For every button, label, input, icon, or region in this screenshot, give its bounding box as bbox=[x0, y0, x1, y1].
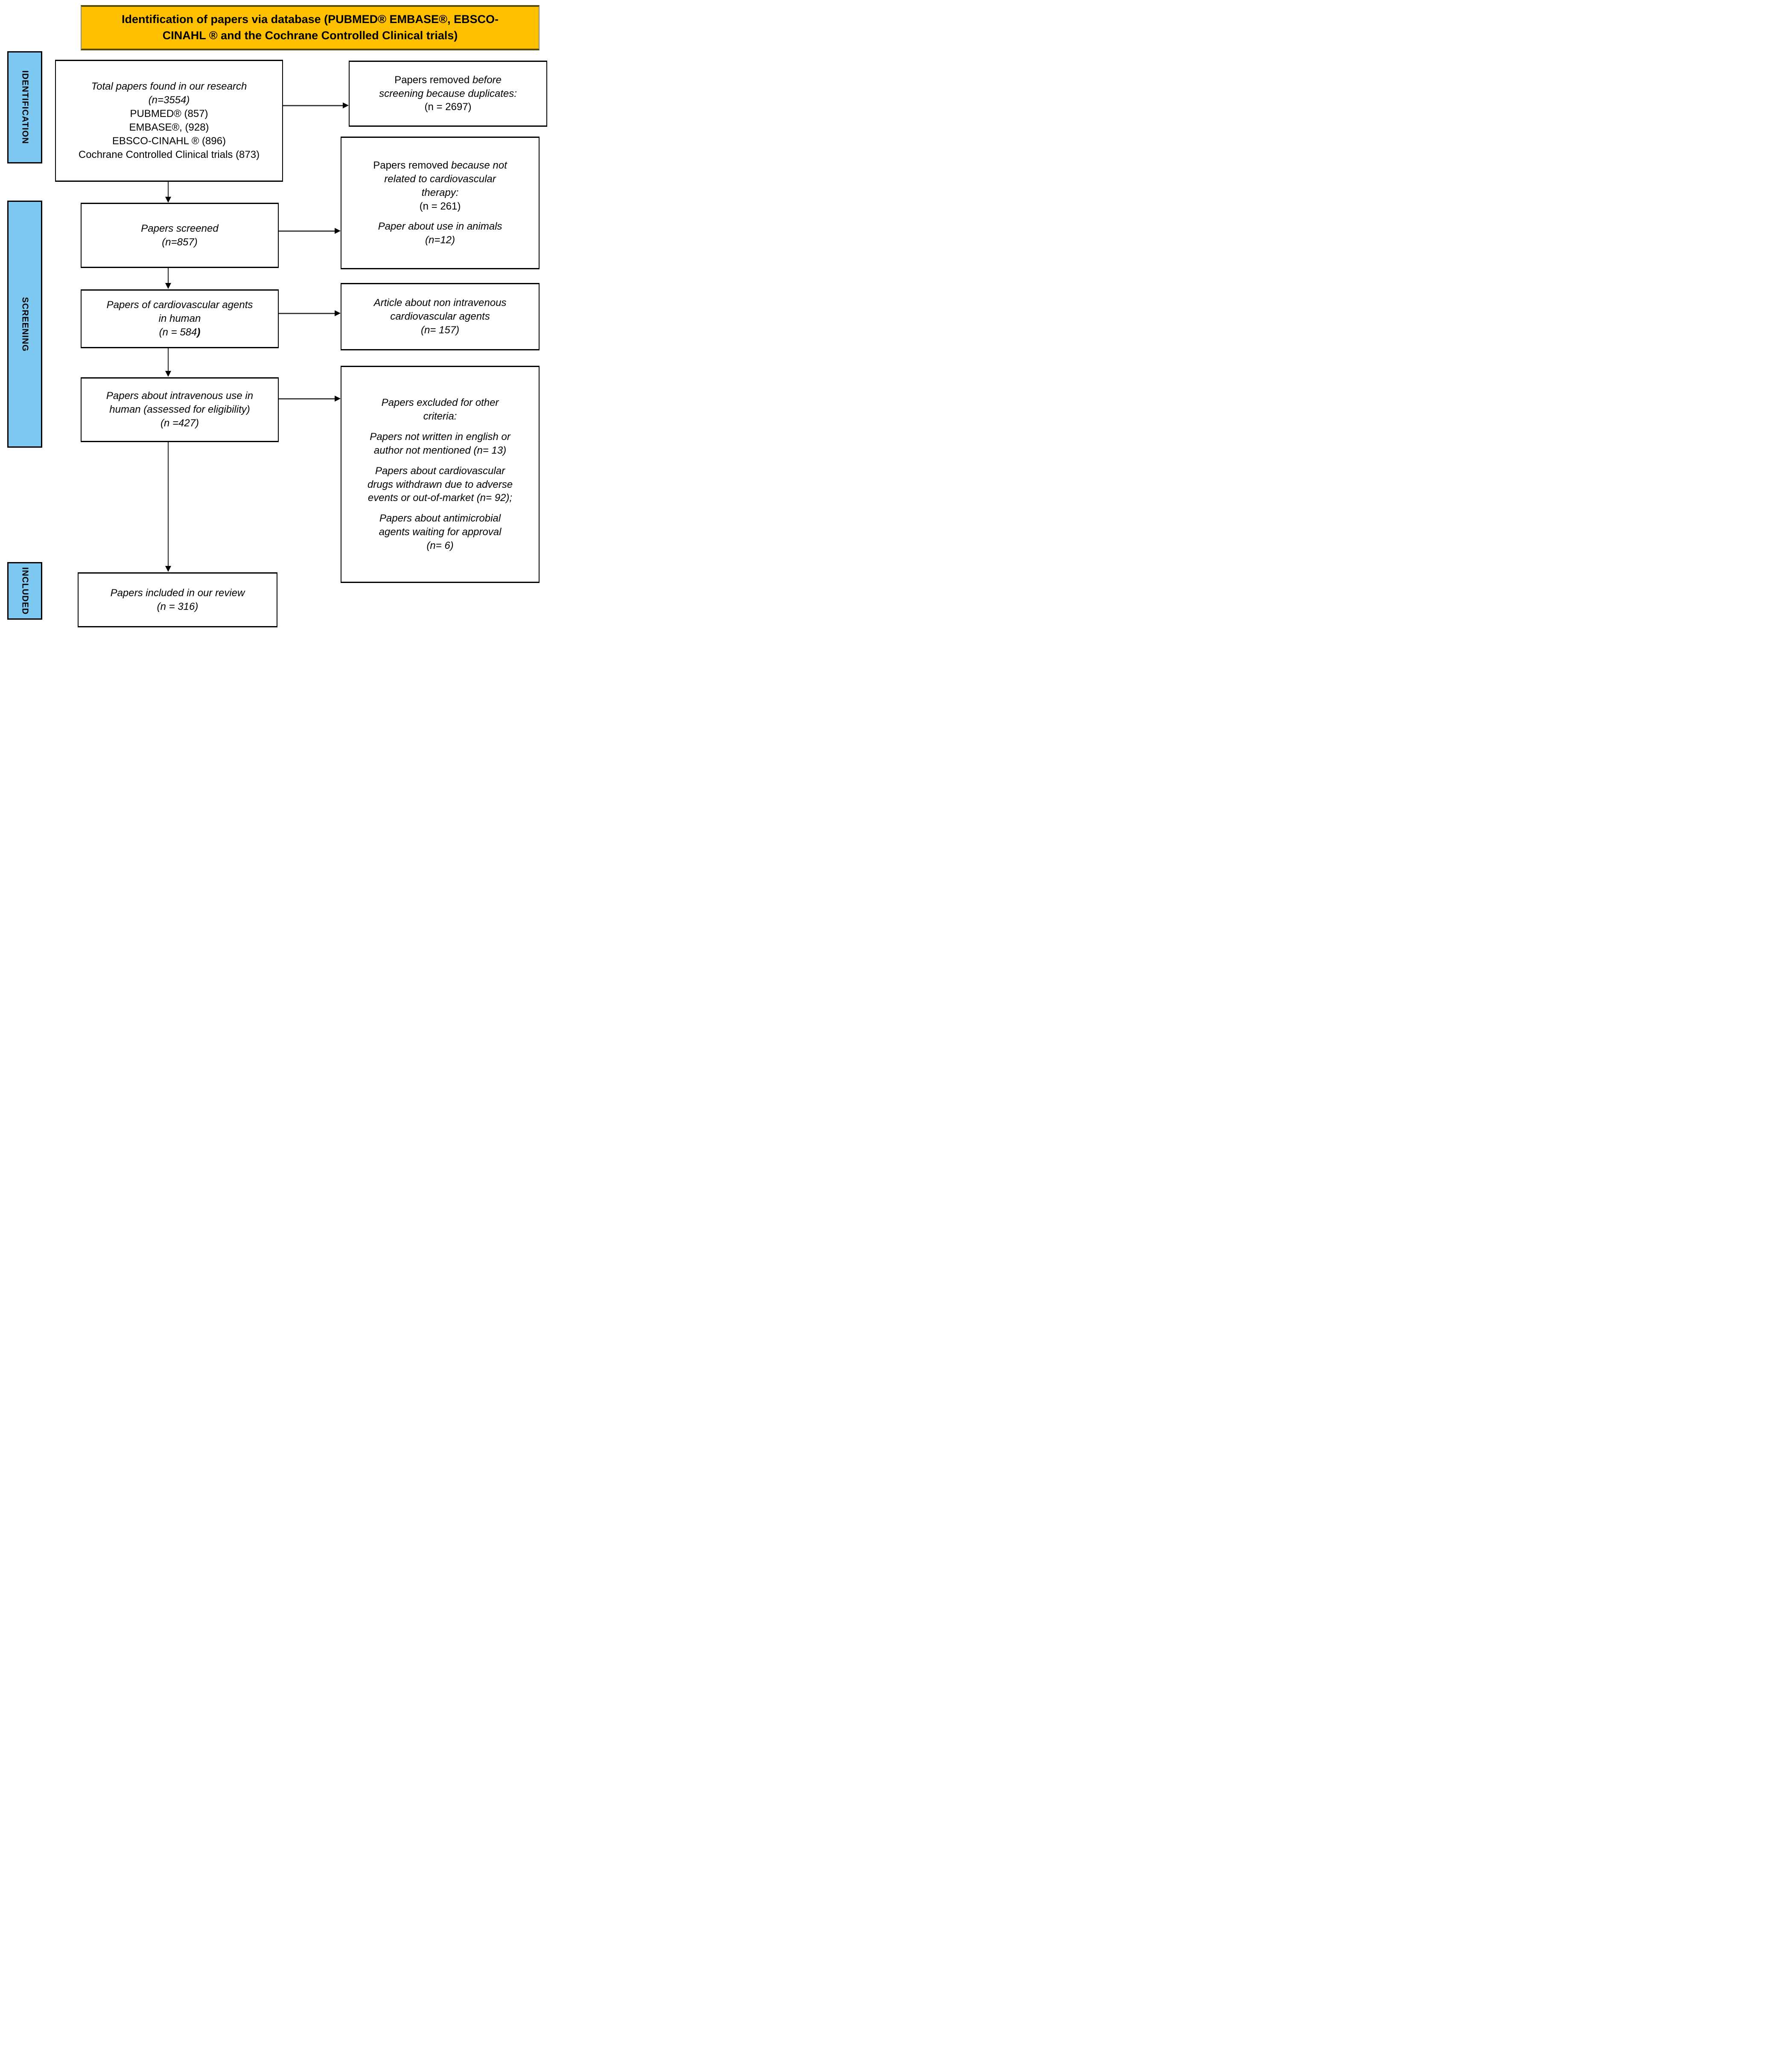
prisma-flow-diagram: Identification of papers via database (P… bbox=[0, 0, 551, 647]
arrow-line bbox=[168, 182, 169, 197]
stage-label-included: INCLUDED bbox=[7, 562, 42, 620]
arrow-line bbox=[168, 442, 169, 566]
arrow-head-right-icon bbox=[335, 228, 341, 234]
box-total-papers-found: Total papers found in our research(n=355… bbox=[55, 60, 283, 182]
box-included-in-review: Papers included in our review(n = 316) bbox=[78, 572, 277, 627]
arrow-head-down-icon bbox=[165, 371, 171, 377]
arrow-head-down-icon bbox=[165, 566, 171, 572]
box-papers-screened: Papers screened(n=857) bbox=[81, 203, 279, 268]
arrow-line bbox=[283, 105, 343, 106]
stage-label-identification: IDENTIFICATION bbox=[7, 51, 42, 163]
stage-label-screening: SCREENING bbox=[7, 201, 42, 448]
arrow-head-down-icon bbox=[165, 283, 171, 289]
arrow-line bbox=[168, 268, 169, 283]
title-banner: Identification of papers via database (P… bbox=[81, 5, 540, 50]
arrow-line bbox=[279, 398, 335, 399]
arrow-head-right-icon bbox=[335, 310, 341, 316]
arrow-head-right-icon bbox=[343, 102, 349, 108]
arrow-head-down-icon bbox=[165, 197, 171, 203]
arrow-head-right-icon bbox=[335, 396, 341, 402]
arrow-line bbox=[279, 230, 335, 232]
arrow-line bbox=[279, 313, 335, 314]
arrow-line bbox=[168, 348, 169, 371]
